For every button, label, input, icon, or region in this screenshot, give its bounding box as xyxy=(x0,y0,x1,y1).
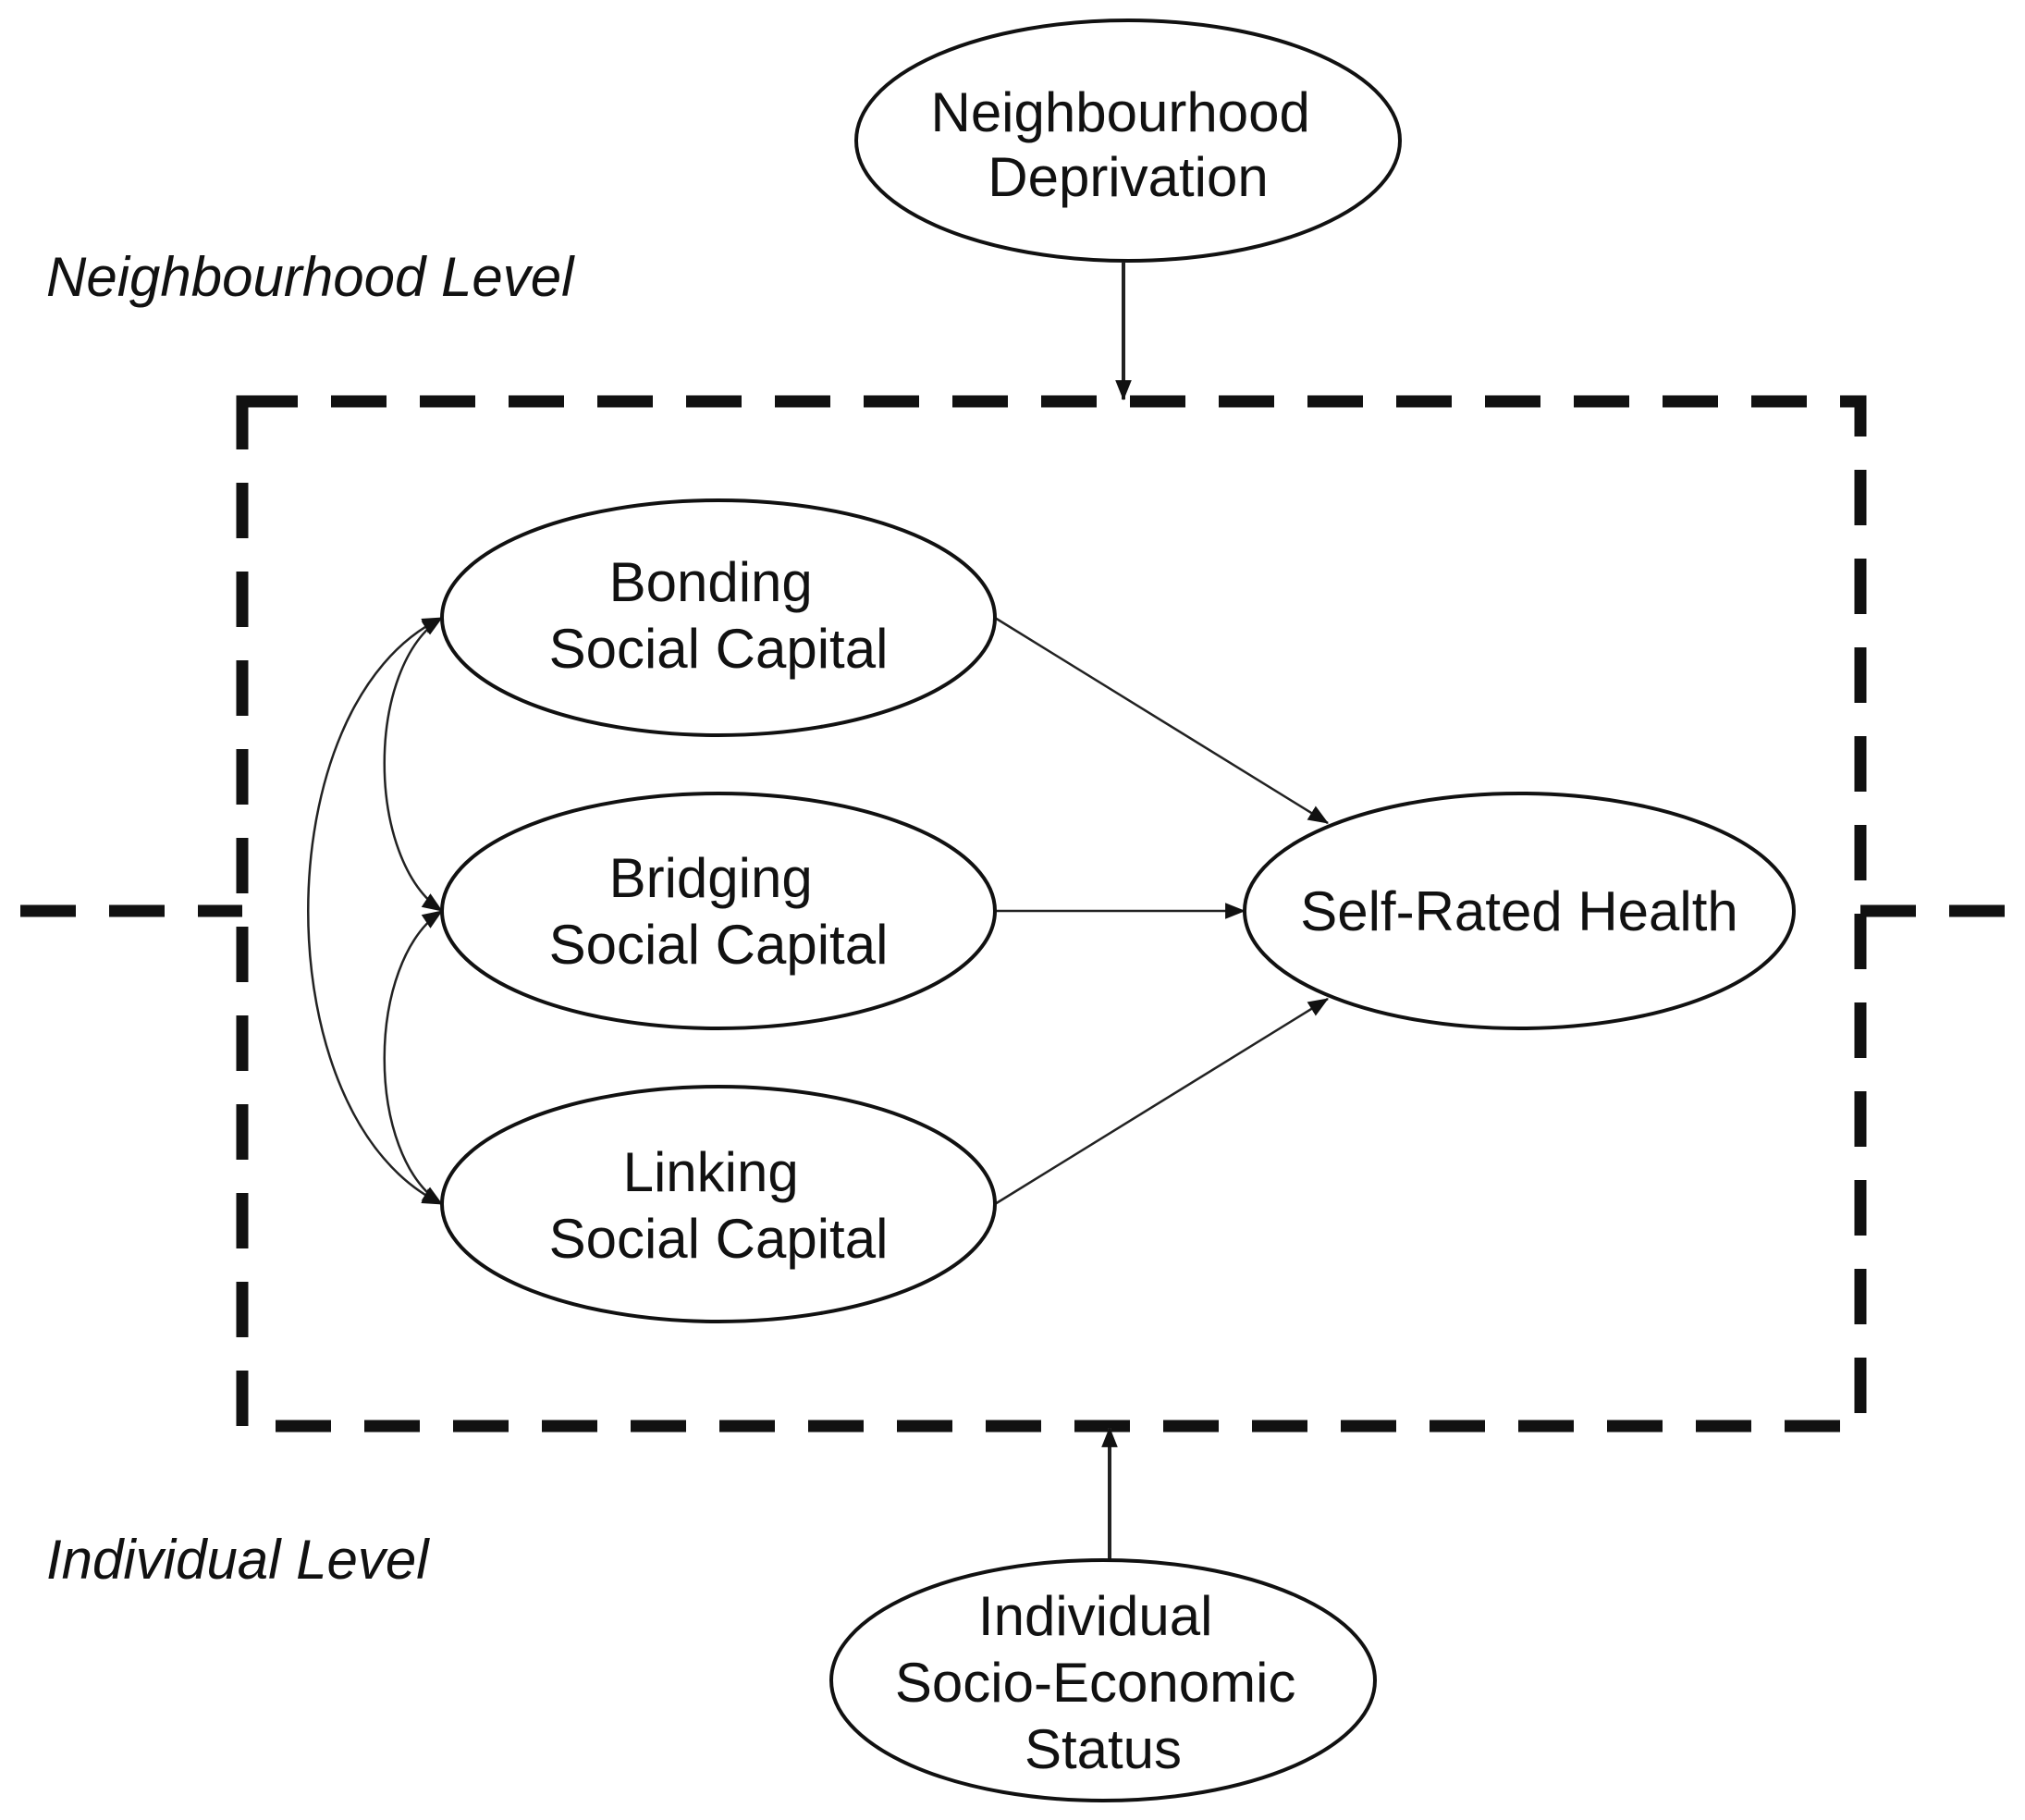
svg-text:Bridging Social Capital: Bridging Social Capital xyxy=(549,847,889,976)
correlation-bridging-linking xyxy=(383,909,443,1206)
correlation-bonding-linking xyxy=(307,616,443,1206)
bridging-line-2: Social Capital xyxy=(549,914,889,976)
svg-text:Linking Social Capital: Linking Social Capital xyxy=(549,1141,889,1270)
individual-ses-line-3: Status xyxy=(1025,1718,1182,1780)
node-neighbourhood-deprivation: Neighbourhood Deprivation xyxy=(854,18,1402,263)
node-bonding-social-capital: Bonding Social Capital xyxy=(440,498,997,737)
neighbourhood-deprivation-line-1: Neighbourhood xyxy=(930,81,1309,143)
svg-text:Individual Socio-Economi: Individual Socio-Economic Status xyxy=(895,1585,1311,1780)
edge-linking-to-health xyxy=(994,997,1329,1206)
individual-ses-line-1: Individual xyxy=(978,1585,1213,1647)
individual-model-box xyxy=(236,395,1867,1433)
individual-ses-line-2: Socio-Economic xyxy=(895,1652,1296,1714)
node-linking-social-capital: Linking Social Capital xyxy=(440,1085,997,1323)
node-individual-ses: Individual Socio-Economic Status xyxy=(829,1558,1377,1802)
neighbourhood-deprivation-line-2: Deprivation xyxy=(988,146,1269,208)
svg-text:Self-Rated Health: Self-Rated Health xyxy=(1300,880,1738,942)
bonding-line-1: Bonding xyxy=(609,551,813,613)
node-self-rated-health: Self-Rated Health xyxy=(1243,792,1796,1030)
neighbourhood-level-label: Neighbourhood Level xyxy=(46,246,575,308)
node-bridging-social-capital: Bridging Social Capital xyxy=(440,792,997,1030)
edge-bonding-to-health xyxy=(994,616,1329,825)
individual-level-label: Individual Level xyxy=(46,1529,430,1591)
svg-text:Neighbourhood Deprivatio: Neighbourhood Deprivation xyxy=(930,81,1325,208)
bridging-line-1: Bridging xyxy=(609,847,813,909)
correlation-bonding-bridging xyxy=(383,616,443,913)
linking-line-2: Social Capital xyxy=(549,1208,889,1270)
bonding-line-2: Social Capital xyxy=(549,618,889,680)
self-rated-health-line-1: Self-Rated Health xyxy=(1300,880,1738,942)
svg-text:Bonding Social Capital: Bonding Social Capital xyxy=(549,551,889,680)
linking-line-1: Linking xyxy=(623,1141,799,1203)
